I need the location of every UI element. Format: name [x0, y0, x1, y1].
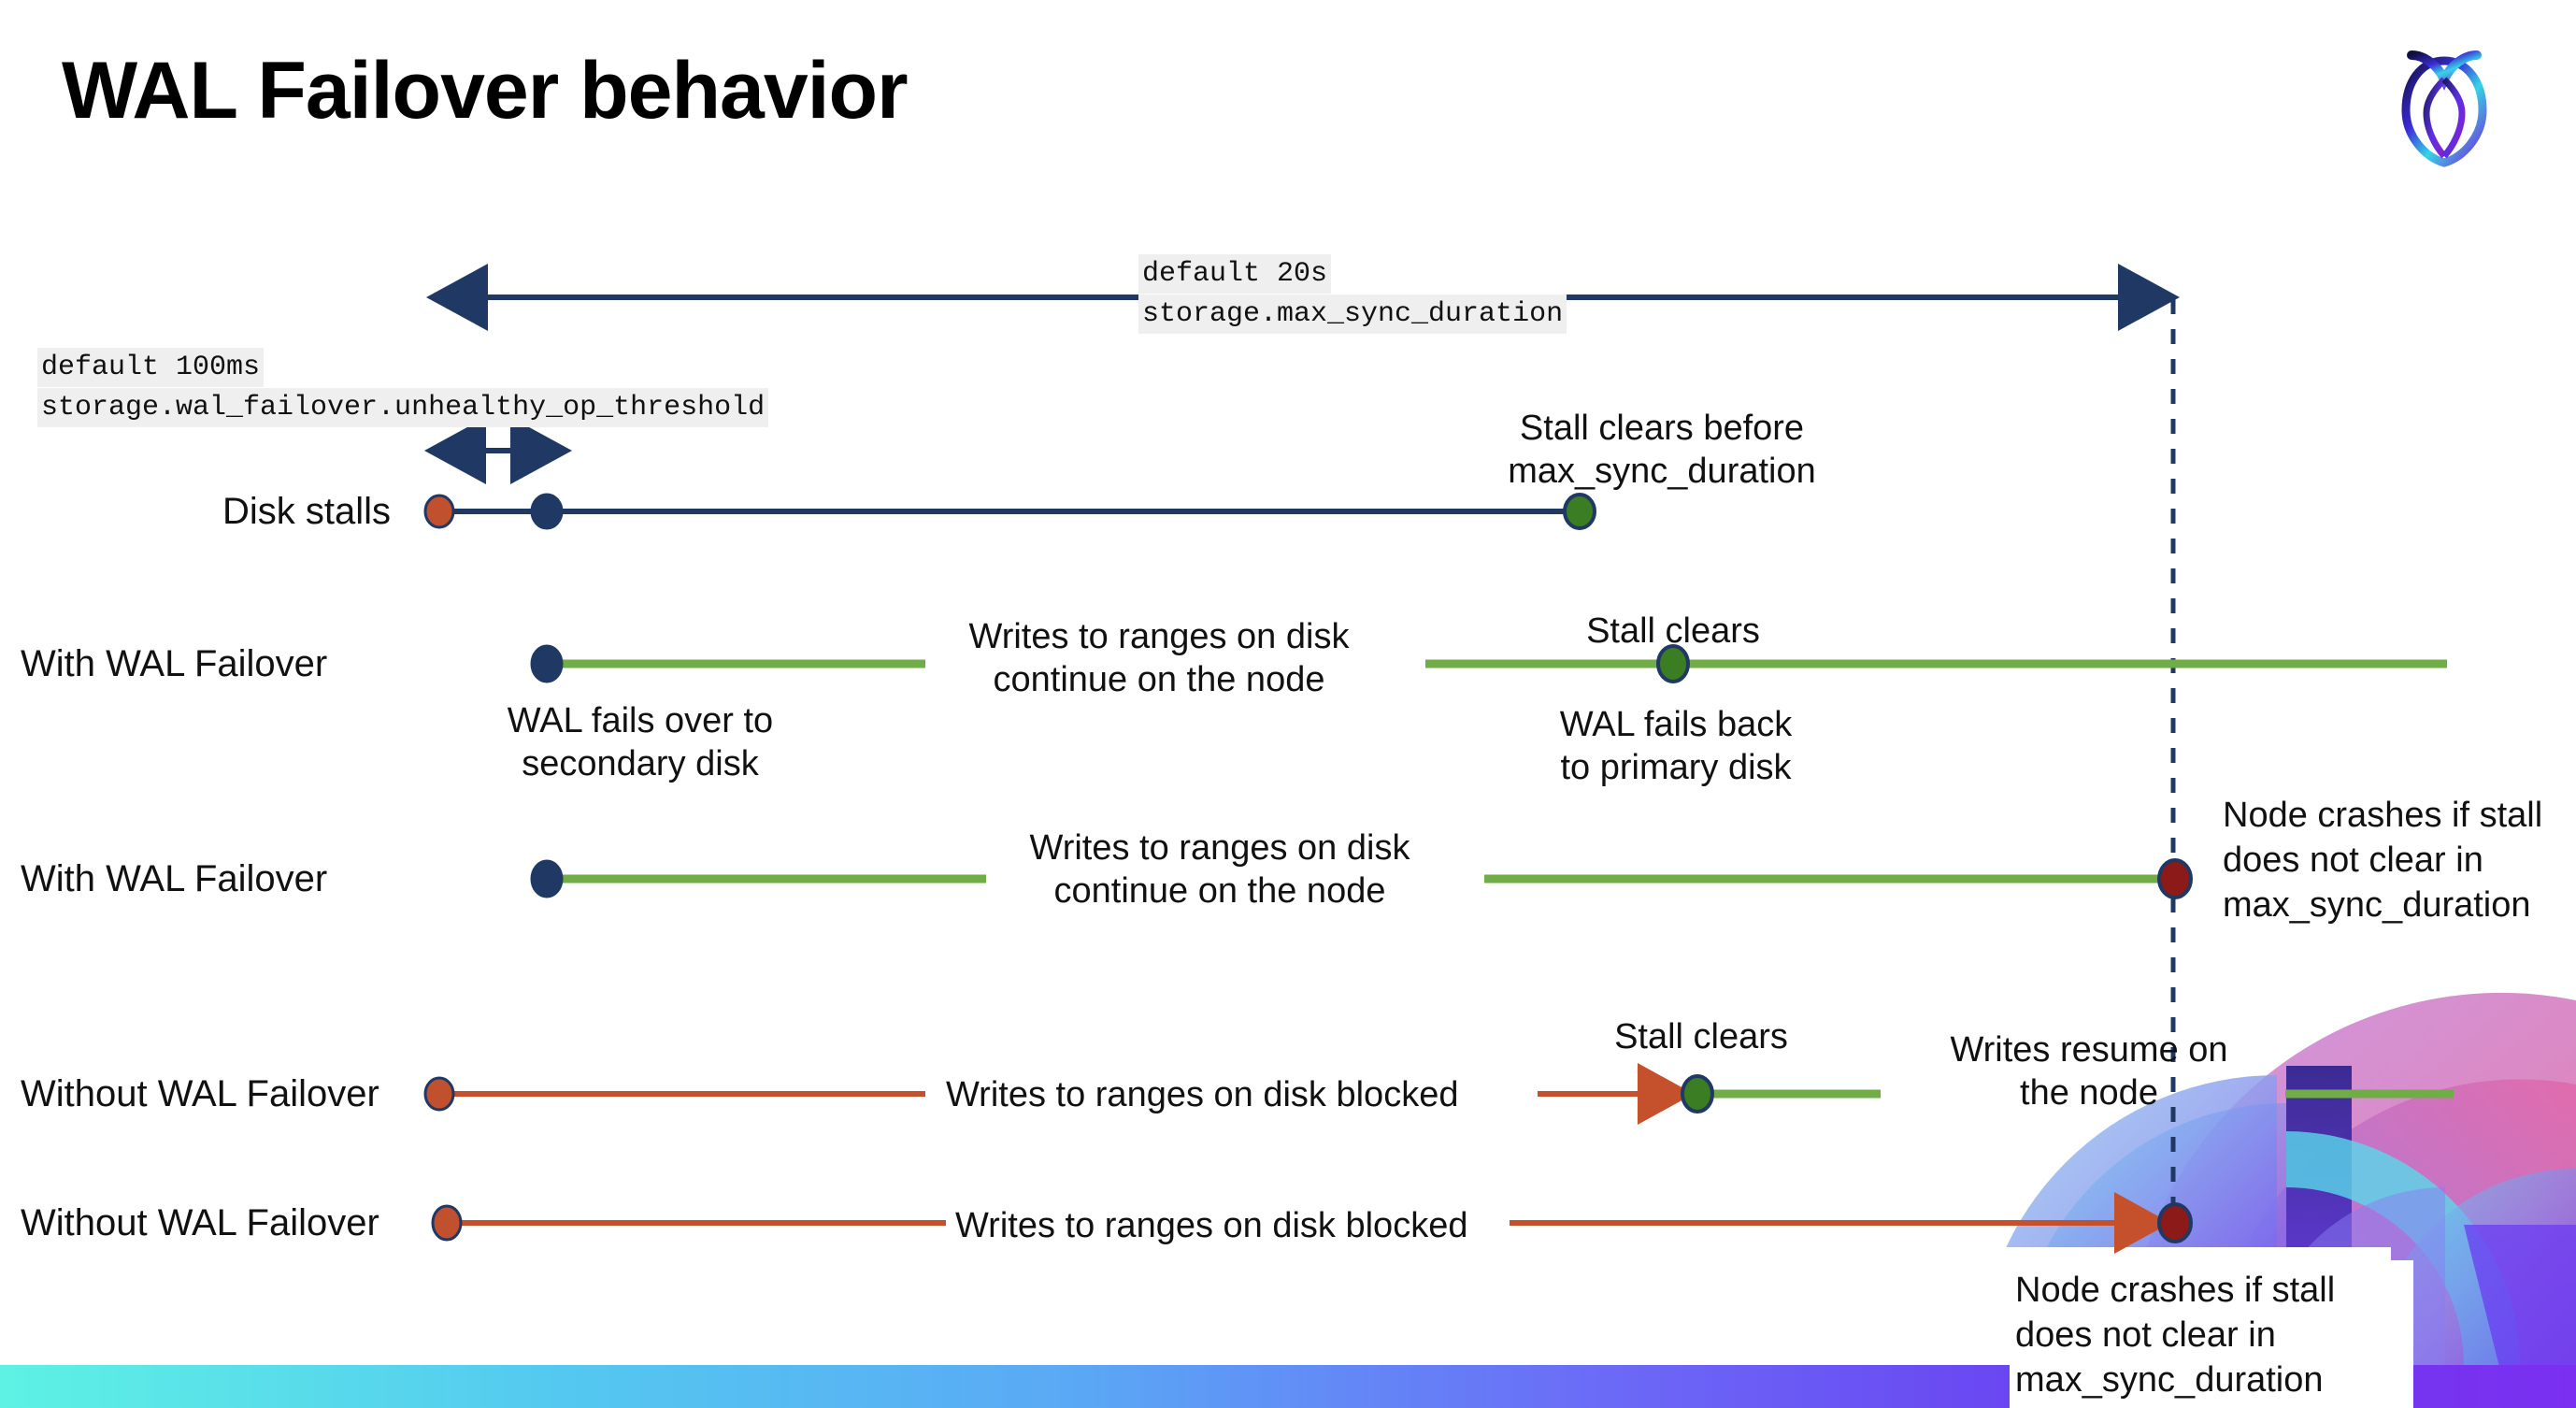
row-disk-stalls-track	[423, 493, 1596, 530]
annotation-writes-resume-line1: Writes resume on	[1950, 1030, 2228, 1070]
annotation-writes-resume-line2: the node	[2020, 1073, 2158, 1113]
annotation-wal-fails-back-line2: to primary disk	[1560, 748, 1792, 787]
row-label-with-wal-failover-crash: With WAL Failover	[21, 858, 328, 899]
annotation-node-crashes-2: Node crashes if stall does not clear in …	[2010, 1260, 2413, 1408]
annotation-node-crashes-2-line3: max_sync_duration	[2015, 1360, 2324, 1400]
cockroachdb-logo-icon	[2393, 33, 2496, 173]
row-without-wal-failover-clears-track	[423, 1063, 2454, 1125]
row-label-disk-stalls: Disk stalls	[222, 491, 392, 532]
max-sync-duration-setting-label: storage.max_sync_duration	[1138, 295, 1567, 334]
annotation-writes-blocked-2: Writes to ranges on disk blocked	[955, 1206, 1468, 1245]
row-label-without-wal-failover-crash: Without WAL Failover	[21, 1202, 379, 1243]
annotation-writes-continue-line1: Writes to ranges on disk	[968, 617, 1350, 656]
row-with-wal-failover-crash-track	[530, 858, 2193, 899]
annotation-node-crashes-2-line1: Node crashes if stall	[2015, 1271, 2336, 1310]
annotation-writes-blocked: Writes to ranges on disk blocked	[946, 1075, 1459, 1114]
max-sync-duration-default-label: default 20s	[1138, 254, 1332, 294]
annotation-wal-fails-over-line2: secondary disk	[522, 744, 759, 783]
annotation-wal-fails-over-line1: WAL fails over to	[507, 701, 774, 740]
unhealthy-op-threshold-setting-label: storage.wal_failover.unhealthy_op_thresh…	[37, 388, 769, 427]
annotation-node-crashes-1-line2: does not clear in	[2223, 840, 2483, 880]
page-title: WAL Failover behavior	[62, 46, 909, 136]
annotation-node-crashes-1-line1: Node crashes if stall	[2223, 796, 2543, 835]
unhealthy-op-threshold-default-label: default 100ms	[37, 348, 265, 387]
annotation-node-crashes-1-line3: max_sync_duration	[2223, 885, 2531, 925]
annotation-stall-clears-before-line2: max_sync_duration	[1508, 452, 1816, 491]
row-with-wal-failover-clears-track	[530, 644, 2447, 683]
annotation-writes-continue-2-line2: continue on the node	[1053, 871, 1386, 911]
row-without-wal-failover-crash-track	[431, 1192, 2193, 1254]
annotation-writes-continue-line2: continue on the node	[993, 660, 1325, 699]
row-label-with-wal-failover-clears: With WAL Failover	[21, 643, 328, 684]
annotation-writes-continue-2-line1: Writes to ranges on disk	[1029, 828, 1410, 868]
annotation-stall-clears-2: Stall clears	[1614, 1017, 1788, 1056]
annotation-node-crashes-1: Node crashes if stall does not clear in …	[2223, 793, 2576, 927]
annotation-stall-clears: Stall clears	[1586, 611, 1760, 651]
row-label-without-wal-failover-clears: Without WAL Failover	[21, 1073, 379, 1114]
annotation-node-crashes-2-line2: does not clear in	[2015, 1315, 2276, 1355]
annotation-wal-fails-back-line1: WAL fails back	[1559, 705, 1793, 744]
annotation-stall-clears-before-line1: Stall clears before	[1519, 409, 1805, 448]
